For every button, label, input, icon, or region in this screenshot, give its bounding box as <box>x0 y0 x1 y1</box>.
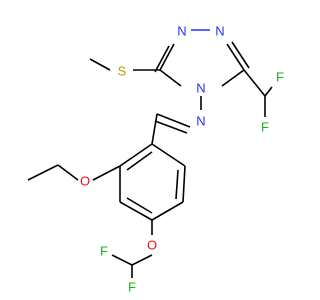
c-n-imine-bond <box>156 113 191 128</box>
ring-double-bond <box>126 151 153 171</box>
atom-f-bottom-2: F <box>128 280 136 295</box>
atom-f-bottom-1: F <box>100 244 108 259</box>
ring-bond <box>151 143 186 167</box>
ch2-ch3-bond <box>27 164 59 181</box>
ring-bond <box>119 201 153 221</box>
o-chf2-bond <box>131 254 153 266</box>
atom-o-ethoxy: O <box>80 174 90 189</box>
atom-n-triazole-4: N <box>196 81 205 96</box>
atom-o-difluoromethoxy: O <box>147 238 157 253</box>
triazole-double-bond <box>154 45 170 73</box>
difluoromethoxy-group <box>111 220 153 278</box>
methylthio-group <box>89 58 160 71</box>
molecule-diagram: N N N S F F N O O F F <box>27 24 284 295</box>
c-chf2-bond <box>243 69 266 97</box>
ethoxy-group <box>27 164 121 181</box>
c-f-bond <box>111 254 133 266</box>
triazole-double-bond <box>231 41 250 69</box>
atom-n-triazole-2: N <box>215 24 224 39</box>
o-ch2-bond <box>57 164 79 181</box>
triazole-bond <box>221 69 245 87</box>
triazole-bond <box>226 43 245 71</box>
imine-linkage <box>151 96 202 145</box>
ring-double-bond <box>126 197 153 214</box>
difluoromethyl-group-top <box>243 69 273 117</box>
c-f-bond <box>264 86 273 97</box>
ring-bond <box>182 165 186 203</box>
structure-svg: N N N S F F N O O F F <box>27 24 284 295</box>
c-n-imine-double-bond <box>154 120 188 134</box>
ring-double-bond <box>175 169 179 200</box>
benzene-ring <box>119 143 186 221</box>
s-ch3-bond <box>89 58 111 71</box>
triazole-bond <box>159 43 175 71</box>
atom-n-triazole-1: N <box>177 24 186 39</box>
atom-f-top-1: F <box>276 70 284 85</box>
ring-bond <box>119 143 153 167</box>
triazole-bond <box>159 69 182 87</box>
ring-o-bond <box>92 165 121 181</box>
triazole-ring <box>154 29 250 87</box>
atom-n-imine: N <box>196 114 205 129</box>
imine-c-ring-bond <box>151 113 158 145</box>
ring-bond <box>151 201 184 221</box>
atom-s-methylthio: S <box>118 64 127 79</box>
atom-f-top-2: F <box>261 120 269 135</box>
